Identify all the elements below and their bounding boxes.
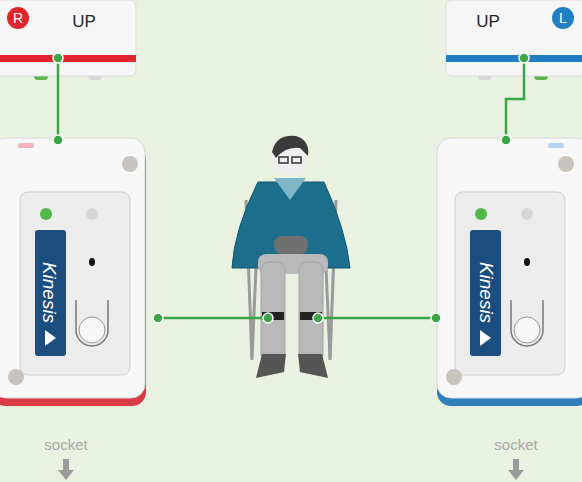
led-off bbox=[86, 208, 98, 220]
button bbox=[79, 317, 105, 343]
led-off bbox=[521, 208, 533, 220]
sensor-mark bbox=[548, 143, 564, 148]
brand-logo: Kinesis bbox=[478, 261, 497, 322]
port-hole bbox=[524, 258, 530, 266]
up-label: UP bbox=[72, 13, 96, 30]
led-green bbox=[40, 208, 52, 220]
side-letter: L bbox=[559, 11, 567, 25]
side-tab: R UP bbox=[0, 0, 136, 60]
connector-line bbox=[53, 53, 63, 145]
sensor-lead bbox=[153, 313, 441, 323]
socket-arrow bbox=[58, 459, 524, 480]
side-letter: R bbox=[13, 11, 23, 25]
button-outline bbox=[511, 300, 543, 346]
led-green bbox=[475, 208, 487, 220]
socket-label: socket bbox=[494, 437, 537, 452]
logo-mark bbox=[45, 330, 56, 346]
sensor-mark bbox=[18, 143, 34, 148]
side-badge bbox=[552, 7, 574, 29]
side-tab: UP L bbox=[446, 0, 582, 60]
sensor-unit: Kinesis bbox=[437, 138, 582, 398]
sensor-panel bbox=[20, 192, 130, 375]
screw bbox=[122, 156, 138, 172]
logo-mark bbox=[480, 330, 491, 346]
button-outline bbox=[76, 300, 108, 346]
person bbox=[232, 136, 350, 378]
sensor-body bbox=[437, 138, 582, 398]
sensor-unit: Kinesis bbox=[0, 138, 145, 398]
socket-label: socket bbox=[44, 437, 87, 452]
tab-stripe bbox=[0, 55, 136, 62]
port-hole bbox=[89, 258, 95, 266]
screw bbox=[446, 369, 462, 385]
sensor-panel bbox=[455, 192, 565, 375]
tab-body bbox=[446, 0, 582, 76]
screw bbox=[558, 156, 574, 172]
button bbox=[514, 317, 540, 343]
logo-bar bbox=[35, 230, 66, 356]
side-badge bbox=[7, 7, 29, 29]
tab-body bbox=[0, 0, 136, 76]
sensor-body bbox=[0, 138, 145, 398]
logo-bar bbox=[470, 230, 501, 356]
screw bbox=[8, 369, 24, 385]
connector-line bbox=[501, 53, 529, 145]
tab-stripe bbox=[446, 55, 582, 62]
up-label: UP bbox=[476, 13, 500, 30]
brand-logo: Kinesis bbox=[41, 261, 60, 322]
